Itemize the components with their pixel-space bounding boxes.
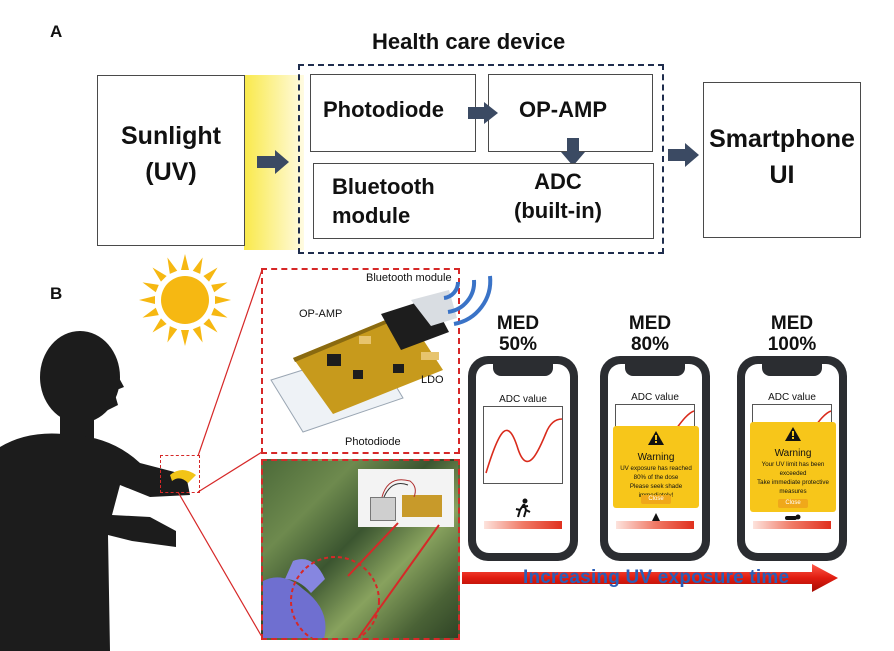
phone-notch	[493, 364, 553, 376]
inset-wires	[381, 479, 416, 498]
med-label-2: MED	[628, 313, 672, 334]
arrow-device-to-smartphone	[668, 143, 699, 167]
arrow-opamp-to-adc	[561, 138, 585, 166]
uv-progress-bar-3	[753, 521, 831, 529]
wrist-zoom-box	[160, 455, 200, 493]
phone-med-80: ADC value Warning UV exposure has reache…	[600, 356, 710, 561]
ldo-label: LDO	[421, 374, 444, 386]
med-value-1: 50%	[498, 333, 538, 355]
lying-person-icon	[785, 514, 801, 520]
uv-label: (UV)	[145, 158, 197, 187]
uv-progress-bar-2	[616, 521, 694, 529]
med-value-2: 80%	[630, 333, 670, 355]
phone-med-100: ADC value Warning Your UV limit has been…	[737, 356, 847, 561]
adc-label: ADC	[534, 169, 582, 194]
opamp-label: OP-AMP	[519, 97, 607, 122]
photodiode-photo-label: Photodiode	[345, 436, 401, 448]
phone-screen-1: ADC value	[476, 364, 570, 553]
med-label-1: MED	[496, 313, 540, 334]
bluetooth-label: Bluetooth	[332, 174, 435, 199]
warning-popup-2: Warning UV exposure has reached 80% of t…	[613, 426, 699, 508]
arrow-photodiode-to-opamp	[468, 102, 498, 124]
device-circuit-photo: Bluetooth module OP-AMP LDO Photodiode	[261, 268, 460, 454]
warning-title-3: Warning	[774, 448, 812, 459]
phone-notch	[625, 364, 685, 376]
glove-and-zoom	[263, 522, 440, 638]
adc-curve-1	[485, 418, 563, 474]
smartphone-label: Smartphone	[709, 125, 855, 153]
uv-progress-bar-1	[484, 521, 562, 529]
arrow-sun-to-device	[257, 150, 289, 174]
warning-line: 80% of the dose	[633, 473, 679, 481]
adc-value-title-2: ADC value	[631, 392, 679, 403]
phone-screen-3: ADC value Warning Your UV limit has been…	[745, 364, 839, 553]
photodiode-label: Photodiode	[323, 97, 444, 122]
sunlight-label: Sunlight	[121, 122, 221, 150]
smartphone-box: Smartphone UI	[703, 82, 861, 238]
person-silhouette	[0, 331, 196, 651]
phone-notch	[762, 364, 822, 376]
bar-marker-icon	[652, 513, 660, 521]
ui-label: UI	[769, 161, 795, 190]
adc-graph-1	[483, 406, 563, 484]
med-label-3: MED	[770, 313, 814, 334]
med-value-3: 100%	[767, 333, 817, 355]
uv-exposure-caption: Increasing UV exposure time	[523, 567, 790, 588]
device-title: Health care device	[372, 29, 566, 54]
warning-popup-3: Warning Your UV limit has been exceeded …	[750, 422, 836, 512]
warning-line: UV exposure has reached	[620, 465, 692, 472]
sunlight-box: Sunlight (UV)	[97, 75, 245, 246]
adc-value-title-1: ADC value	[499, 394, 547, 405]
inset-board	[402, 495, 442, 517]
bluetooth-adc-box: Bluetooth module ADC (built-in)	[313, 163, 654, 239]
module-label: module	[332, 202, 411, 228]
photodiode-box: Photodiode	[310, 74, 476, 152]
bluetooth-signal-icon	[443, 275, 493, 326]
warning-line: Your UV limit has been	[761, 461, 825, 468]
warning-icon	[648, 431, 664, 445]
phone-screen-2: ADC value Warning UV exposure has reache…	[608, 364, 702, 553]
warning-line: exceeded	[779, 469, 807, 477]
circuit-board-illustration	[270, 290, 457, 433]
running-person-icon	[515, 498, 531, 518]
inset-chip	[370, 497, 396, 521]
adc-builtin-label: (built-in)	[514, 197, 602, 223]
phone-med-50: ADC value	[468, 356, 578, 561]
warning-icon	[785, 427, 801, 441]
adc-value-title-3: ADC value	[768, 392, 816, 403]
warning-title-2: Warning	[637, 452, 675, 463]
opamp-photo-label: OP-AMP	[299, 308, 343, 320]
panel-b-letter: B	[50, 284, 63, 303]
sun-icon	[139, 254, 231, 346]
panel-a-letter: A	[50, 22, 63, 41]
bluetooth-module-label: Bluetooth module	[366, 272, 452, 284]
device-dashed-boundary	[298, 64, 664, 254]
uv-exposure-arrow	[462, 564, 838, 592]
device-inset-photo	[358, 469, 454, 527]
device-on-glove-photo	[261, 459, 460, 640]
warning-close-button-3[interactable]: Close	[778, 499, 808, 508]
warning-close-button-2[interactable]: Close	[641, 495, 671, 504]
warning-line: Take immediate protective	[757, 478, 829, 486]
warning-line: measures	[779, 487, 807, 495]
